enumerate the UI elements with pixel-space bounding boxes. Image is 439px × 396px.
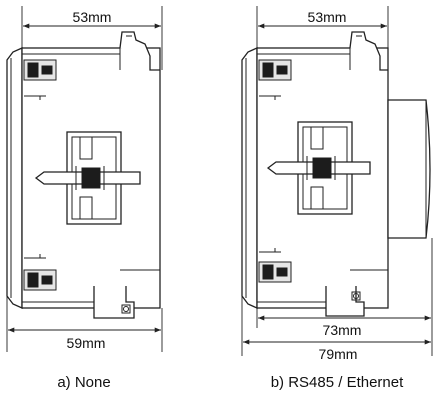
latch-top-dark	[27, 62, 39, 78]
latch-top-dark	[262, 62, 274, 78]
latch-bottom-dark	[262, 264, 274, 280]
latch-bottom-dark	[276, 267, 288, 277]
latch-top-dark	[276, 65, 288, 75]
rear-terminal-top	[349, 31, 388, 71]
caption-b: b) RS485 / Ethernet	[271, 374, 404, 391]
clip-grip	[81, 167, 101, 189]
top-dimension-label: 53mm	[73, 9, 112, 25]
terminal-screw	[351, 291, 361, 301]
latch-bottom-dark	[41, 275, 53, 285]
bracket-slot	[79, 136, 93, 160]
bottom-dimension-label: 79mm	[319, 346, 358, 362]
bracket-slot	[310, 186, 324, 210]
communication-module	[387, 99, 431, 239]
mid-dimension-label: 73mm	[323, 322, 362, 338]
terminal-screw	[121, 304, 131, 314]
rear-terminal-top	[119, 31, 160, 71]
front-bezel	[6, 46, 23, 310]
bottom-dimension-label: 59mm	[67, 335, 106, 351]
bracket-slot	[79, 196, 93, 220]
figure-b: 53mm	[241, 6, 433, 391]
figure-a: 53mm	[6, 6, 163, 391]
terminal-screw-head	[353, 293, 359, 299]
front-bezel	[241, 46, 258, 310]
latch-bottom-dark	[27, 272, 39, 288]
caption-a: a) None	[57, 374, 110, 391]
terminal-screw-head	[123, 306, 129, 312]
top-dimension-label: 53mm	[308, 9, 347, 25]
clip-grip	[312, 157, 332, 179]
latch-top-dark	[41, 65, 53, 75]
bracket-slot	[310, 126, 324, 150]
